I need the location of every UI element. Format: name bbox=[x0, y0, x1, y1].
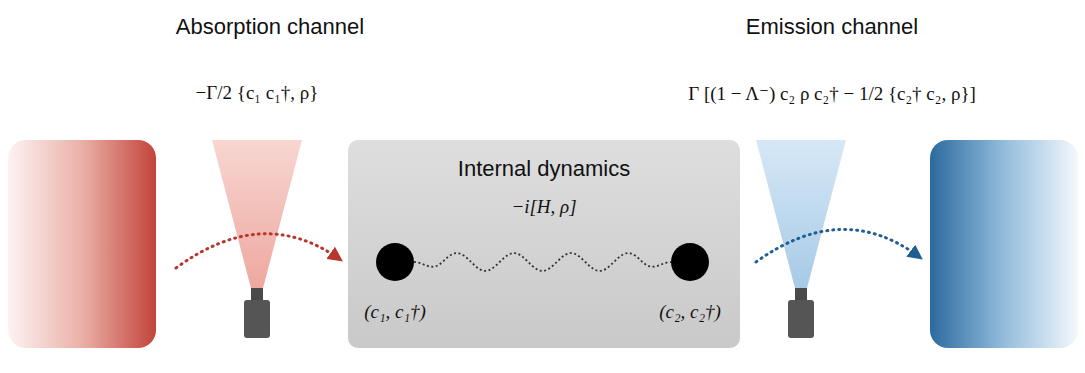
site-dot bbox=[376, 243, 414, 281]
mode-site: (c₁, c₁†) bbox=[355, 243, 435, 323]
channel-title: Absorption channel bbox=[176, 14, 364, 40]
coupling-wave bbox=[414, 253, 671, 271]
hot-reservoir bbox=[8, 140, 156, 348]
detector-body bbox=[244, 300, 270, 338]
hamiltonian-term: −i[H, ρ] bbox=[348, 196, 740, 218]
site-dot bbox=[671, 243, 709, 281]
detector-neck bbox=[795, 288, 807, 302]
dissipator-formula: Γ [(1 − Λ⁻) c₂ ρ c₂† − 1/2 {c₂† c₂, ρ}] bbox=[688, 82, 976, 105]
cold-reservoir bbox=[930, 140, 1078, 348]
mode-site: (c₂, c₂†) bbox=[650, 243, 730, 323]
emission-arrow bbox=[756, 229, 918, 262]
dissipator-formula: −Γ/2 {c₁ c₁†, ρ} bbox=[196, 82, 319, 104]
detector-body bbox=[788, 300, 814, 338]
box-title: Internal dynamics bbox=[348, 156, 740, 182]
detector-cone bbox=[756, 140, 846, 292]
operator-label: (c₁, c₁†) bbox=[355, 301, 435, 323]
system-box: (c₁, c₁†) (c₂, c₂†) Internal dynamics −i[H,… bbox=[348, 140, 740, 348]
detector-neck bbox=[251, 288, 263, 302]
channel-title: Emission channel bbox=[746, 14, 918, 40]
operator-label: (c₂, c₂†) bbox=[650, 301, 730, 323]
absorption-arrow bbox=[176, 234, 338, 268]
detector-cone bbox=[212, 140, 302, 292]
